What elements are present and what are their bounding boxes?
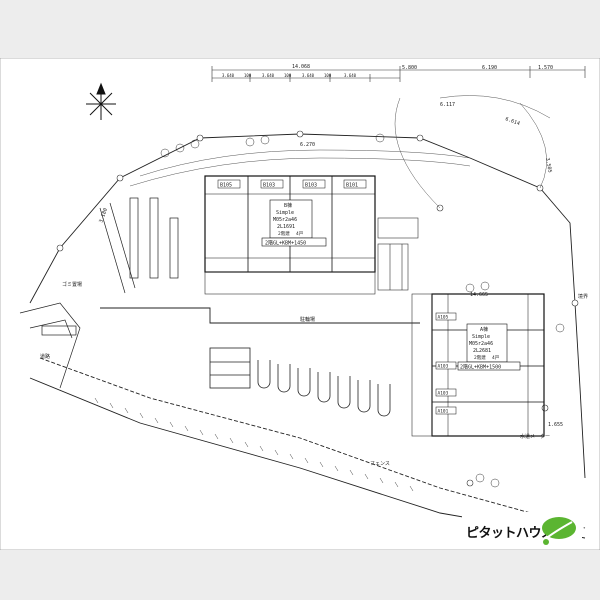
site-boundary: [29, 133, 586, 539]
room-tag-b103a: [260, 179, 284, 189]
dim-total: 14.068: [292, 64, 310, 70]
building-b-code: 2L1691: [277, 224, 295, 230]
dim-5: 3.640: [302, 73, 315, 78]
building-b-floors: 2階建: [278, 230, 290, 237]
garbage-label: ゴミ置場: [62, 281, 82, 288]
building-a-datum: 2階GL+KBM+1500: [460, 364, 501, 371]
site-plan: 14.068 3.640 100 3.640 100 3.640 100 3.6…: [0, 58, 600, 550]
building-b-datum-box: [261, 237, 327, 247]
building-a: [411, 293, 545, 437]
side-dim-b: 6.117: [440, 102, 455, 108]
road-hatching: [94, 397, 414, 492]
building-a-model: M05r2a46: [469, 341, 493, 347]
road-label: 道路: [40, 353, 50, 360]
parking-spaces: [209, 347, 391, 417]
bike-shelter: [99, 197, 179, 294]
dim-7: 3.640: [344, 73, 357, 78]
dim-10: 1.570: [538, 65, 553, 71]
room-b101-label: B101: [346, 183, 358, 189]
room-a101-label: A101: [438, 409, 449, 415]
building-b-model: M05r2a46: [273, 217, 297, 223]
boundary-label: 境界: [578, 293, 588, 300]
side-dim-a: 3.180: [98, 207, 109, 223]
building-a-units: 4戸: [492, 355, 500, 361]
room-b103a-label: B103: [263, 183, 275, 189]
side-dim-g: 14.665: [470, 292, 488, 298]
room-tag-a101: [435, 406, 457, 415]
building-b-porch: [204, 271, 376, 295]
side-dim-d: 3.505: [544, 157, 553, 173]
parking-label: 駐輪場: [300, 316, 315, 323]
terrain-lines: [129, 95, 551, 209]
building-a-title: A棟: [480, 326, 488, 333]
side-dim-f: 1.655: [548, 422, 563, 428]
dim-4: 100: [284, 73, 292, 78]
dim-1: 3.640: [222, 73, 235, 78]
dim-6: 100: [324, 73, 332, 78]
building-b-units: 4戸: [296, 231, 304, 237]
building-b: [204, 175, 376, 295]
room-b105-label: B105: [220, 183, 232, 189]
room-tag-b105: [217, 179, 241, 189]
room-a103a-label: A103: [438, 364, 449, 370]
room-a105-label: A105: [438, 315, 449, 321]
top-dimension-line: [211, 66, 586, 82]
room-tag-a103b: [435, 388, 457, 397]
dim-3: 3.640: [262, 73, 275, 78]
building-a-name: Simple: [472, 334, 490, 340]
side-dim-e: 6.270: [300, 142, 315, 148]
north-arrow-icon: [86, 82, 116, 120]
dim-9: 6.190: [482, 65, 497, 71]
fence-label: フェンス: [370, 461, 390, 467]
room-a103b-label: A103: [438, 391, 449, 397]
side-dim-c: 6.614: [504, 116, 520, 127]
building-b-title: B棟: [284, 202, 292, 209]
room-tag-a105: [435, 312, 457, 321]
room-tag-a103a: [435, 361, 457, 370]
building-a-datum-box: [457, 361, 521, 371]
walkway: [377, 217, 419, 291]
dim-2: 100: [244, 73, 252, 78]
room-tag-b101: [343, 179, 367, 189]
shrubs: [160, 133, 565, 488]
logo-text: ピタットハウス: [466, 526, 554, 541]
building-b-info-box: [269, 199, 313, 239]
west-entrance: [19, 302, 81, 389]
leaf-logo-icon: [542, 517, 576, 545]
building-b-name: Simple: [276, 210, 294, 216]
room-tag-b103b: [302, 179, 326, 189]
building-a-porch: [411, 293, 433, 437]
room-b103b-label: B103: [305, 183, 317, 189]
building-b-datum: 2階GL+KBM+1450: [265, 240, 306, 247]
logo: ピタットハウス: [462, 512, 582, 548]
dim-8: 5.800: [402, 65, 417, 71]
water-meter-label: 水道メーター: [520, 433, 550, 440]
building-a-floors: 2階建: [474, 354, 486, 361]
building-a-code: 2L2681: [473, 348, 491, 354]
